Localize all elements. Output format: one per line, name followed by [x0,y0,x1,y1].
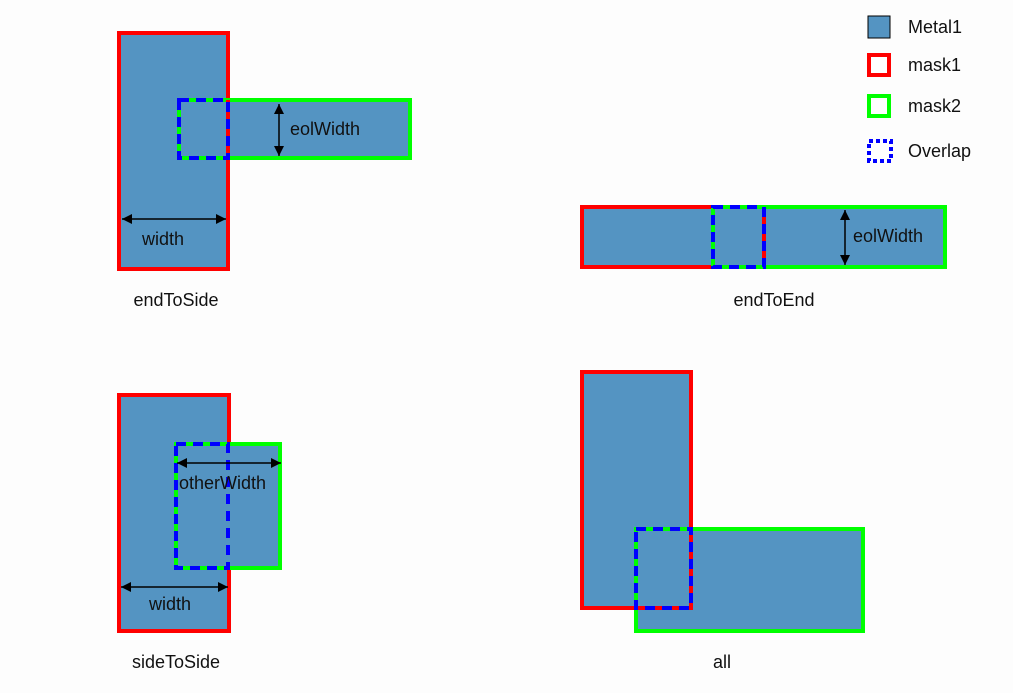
panel-caption: endToEnd [733,290,814,310]
legend-label-overlap: Overlap [908,141,971,161]
panel-caption: all [713,652,731,672]
eol-width-label: eolWidth [290,119,360,139]
panel-end-to-side: eolWidth width endToSide [117,31,412,310]
mask1-swatch [867,53,891,77]
panel-side-to-side: otherWidth width sideToSide [117,393,282,672]
panel-end-to-end: eolWidth endToEnd [580,205,947,310]
overlap-region [174,442,230,570]
overlap-region [634,527,693,610]
legend-label-mask1: mask1 [908,55,961,75]
mask2-swatch [867,94,891,118]
overlap-swatch [867,139,893,163]
mask2-shape [177,98,412,160]
legend: Metal1 mask1 mask2 Overlap [867,15,971,163]
eol-width-label: eolWidth [853,226,923,246]
legend-label-metal1: Metal1 [908,17,962,37]
panel-caption: sideToSide [132,652,220,672]
mask2-shape [634,527,865,633]
legend-label-mask2: mask2 [908,96,961,116]
width-label: width [148,594,191,614]
metal1-swatch [867,15,891,39]
panel-all: all [580,370,865,672]
width-label: width [141,229,184,249]
mask2-shape [711,205,947,269]
other-width-label: otherWidth [179,473,266,493]
panel-caption: endToSide [133,290,218,310]
overlap-region [177,98,230,160]
overlap-region [711,205,766,269]
